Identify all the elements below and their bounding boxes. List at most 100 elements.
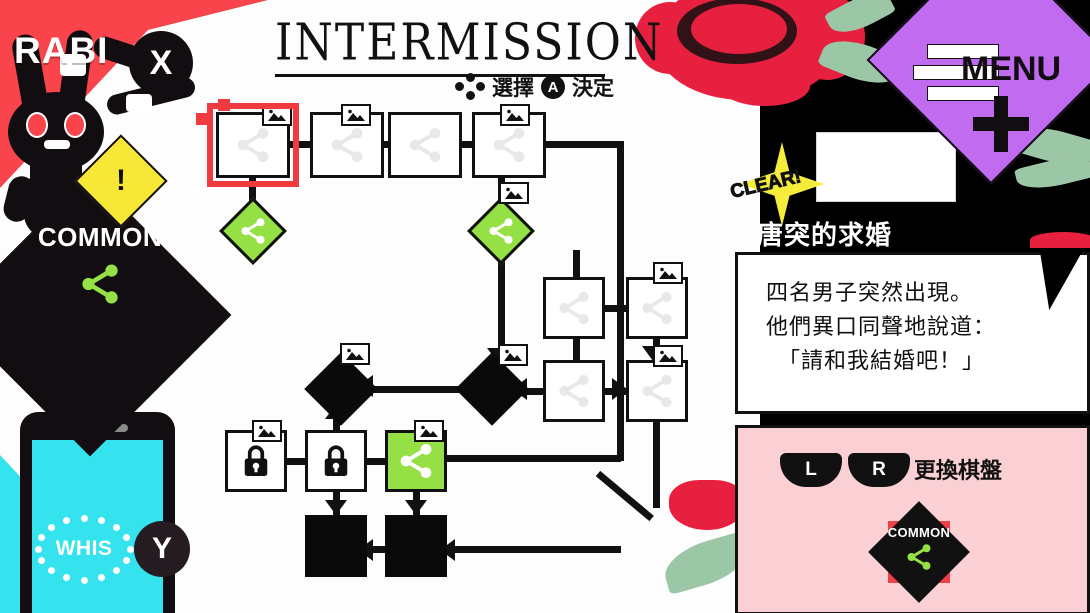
whis-ring-dot: [113, 567, 121, 575]
button-x[interactable]: X: [129, 31, 193, 95]
dialog-box: 四名男子突然出現。 他們異口同聲地說道： 「請和我結婚吧！」: [735, 252, 1090, 414]
title-divider: [275, 74, 605, 77]
page-title: INTERMISSION: [275, 13, 664, 73]
image-icon: [506, 109, 524, 121]
a-button-icon: A: [541, 75, 565, 99]
control-hints: 選擇 A 決定: [455, 72, 614, 102]
menu-label: MENU: [961, 50, 1062, 88]
lock-icon: [324, 445, 348, 476]
whis-ring-dot: [98, 574, 106, 582]
edge-right-down: [617, 141, 624, 461]
image-icon: [420, 425, 438, 437]
common-board-label: COMMON: [37, 222, 163, 252]
hamburger-icon-line-2: [913, 65, 999, 80]
whis-ring-dot: [62, 574, 70, 582]
stage-node-n17[interactable]: [385, 515, 447, 577]
stage-node-n10[interactable]: [626, 360, 688, 422]
whis-badge: WHIS: [34, 514, 134, 584]
edge-n2-n3: [382, 141, 390, 148]
image-badge-n4: [500, 104, 530, 126]
edge-n13-n14: [284, 458, 308, 465]
share-icon: [642, 374, 672, 408]
stage-node-n6[interactable]: [467, 197, 535, 265]
edge-n12-n11: [365, 386, 469, 393]
image-icon: [258, 425, 276, 437]
plus-icon: [973, 96, 1029, 152]
petal-decoration-right: [1030, 228, 1090, 250]
edge-n6-n12: [498, 252, 505, 364]
share-icon: [907, 544, 931, 570]
button-l-label: L: [805, 459, 817, 480]
image-icon: [659, 350, 677, 362]
arrowhead-n14-down: [325, 500, 347, 515]
image-badge-n13: [252, 420, 282, 442]
hint-select-label: 選擇: [492, 76, 534, 100]
stage-map[interactable]: [0, 0, 760, 613]
image-icon: [659, 267, 677, 279]
stage-node-n16[interactable]: [305, 515, 367, 577]
share-icon: [241, 218, 265, 244]
whis-ring-dot: [38, 533, 45, 541]
clear-badge: CLEAR!: [728, 142, 824, 226]
image-badge-n11: [340, 343, 370, 365]
button-r-label: R: [872, 459, 886, 480]
stage-node-n9[interactable]: [543, 360, 605, 422]
board-switch-panel: L R 更換棋盤 COMMON: [735, 425, 1090, 613]
image-badge-n6: [499, 182, 529, 204]
share-icon: [559, 291, 589, 325]
stage-node-n14[interactable]: [305, 430, 367, 492]
clear-badge-label: CLEAR!: [728, 166, 804, 204]
board-badge-content: COMMON: [878, 525, 960, 585]
share-icon: [237, 128, 269, 162]
arrowhead-n9-to-n10: [612, 378, 627, 400]
image-badge-n8: [653, 262, 683, 284]
stage-node-n2[interactable]: [310, 112, 384, 178]
whis-ring-dot: [62, 516, 70, 524]
stage-node-n8[interactable]: [626, 277, 688, 339]
edge-right-to-n15: [446, 455, 621, 462]
event-title: 唐突的求婚: [757, 221, 893, 251]
whis-ring-dot: [80, 576, 88, 584]
whis-ring-dot: [122, 533, 130, 541]
event-thumbnail: [816, 132, 956, 202]
button-l[interactable]: L: [780, 453, 842, 487]
image-icon: [346, 348, 364, 360]
share-icon: [559, 374, 589, 408]
stage-node-n5[interactable]: [219, 197, 287, 265]
hamburger-icon-line-1: [927, 44, 999, 59]
share-icon: [331, 128, 363, 162]
button-y[interactable]: Y: [134, 521, 190, 577]
whis-ring-dot: [38, 557, 45, 565]
menu-button-content: MENU: [903, 10, 1089, 152]
image-icon: [268, 109, 286, 121]
stage-node-n7[interactable]: [543, 277, 605, 339]
edge-n9-n12: [518, 388, 550, 395]
edge-down-to-n17: [445, 546, 621, 553]
whis-ring-dot: [122, 557, 130, 565]
whis-ring-dot: [113, 523, 121, 531]
hint-confirm-label: 決定: [572, 76, 614, 100]
edge-n7-n8: [605, 305, 629, 312]
board-switch-label: 更換棋盤: [914, 459, 1003, 484]
edge-n1-n5: [249, 176, 256, 210]
edge-n7-top: [573, 250, 580, 280]
image-badge-n1: [262, 104, 292, 126]
edge-n3-n4: [460, 141, 474, 148]
image-badge-n10: [653, 345, 683, 367]
brand-title: RABI: [14, 30, 109, 71]
image-badge-n15: [414, 420, 444, 442]
current-board-badge[interactable]: COMMON: [868, 501, 970, 603]
board-name-label: COMMON: [887, 525, 951, 540]
share-icon: [489, 218, 513, 244]
button-r[interactable]: R: [848, 453, 910, 487]
image-icon: [347, 109, 365, 121]
edge-n16-n17: [363, 546, 389, 553]
image-icon: [505, 187, 523, 199]
share-icon: [409, 128, 441, 162]
share-icon: [493, 128, 525, 162]
hamburger-icon-line-3: [927, 86, 999, 101]
share-icon: [642, 291, 672, 325]
page-title-block: INTERMISSION: [275, 13, 664, 77]
stage-node-n3[interactable]: [388, 112, 462, 178]
